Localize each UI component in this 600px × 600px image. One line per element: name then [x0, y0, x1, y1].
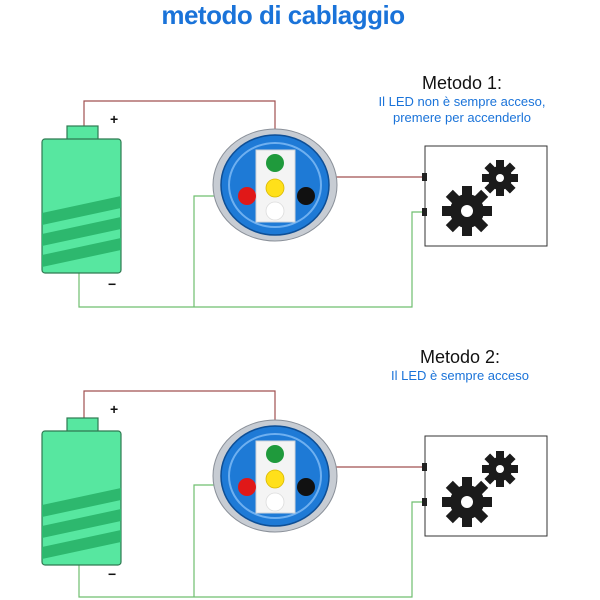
gear-hole — [461, 496, 473, 508]
battery-stripe — [42, 488, 121, 517]
method-1-desc-line-2: premere per accenderlo — [392, 110, 532, 125]
method-1-switch-ground-wire — [193, 195, 224, 307]
battery-stripe — [42, 196, 121, 225]
terminal-white — [265, 492, 285, 512]
gear-hole — [496, 174, 504, 182]
method-2-positive-wire — [83, 390, 276, 447]
method-1-battery-plus: + — [110, 111, 119, 127]
method-1-title: Metodo 1: — [421, 73, 503, 93]
method-1-push-button — [212, 128, 338, 242]
terminal-white — [265, 201, 285, 221]
page-title: metodo di cablaggio — [161, 0, 405, 30]
battery-stripe — [42, 217, 121, 246]
method-1-desc-line-1: Il LED non è sempre acceso, — [378, 94, 546, 109]
load-minus-terminal — [422, 208, 427, 216]
terminal-black — [297, 187, 315, 205]
gear-hole — [461, 205, 473, 217]
method-1-load — [422, 145, 548, 247]
method-2-load — [422, 435, 548, 537]
load-plus-terminal — [422, 463, 427, 471]
method-2-battery-minus: − — [108, 566, 117, 582]
switch-inner-ring — [228, 433, 322, 519]
method-1-battery — [41, 125, 122, 274]
led-terminal-yellow — [265, 178, 285, 198]
led-terminal-yellow — [265, 469, 285, 489]
method-1-negative-wire — [78, 211, 425, 308]
load-plus-terminal — [422, 173, 427, 181]
method-2-battery-plus: + — [110, 401, 119, 417]
method-1-battery-minus: − — [108, 276, 117, 292]
method-2-title: Metodo 2: — [419, 347, 501, 367]
method-2-push-button — [212, 419, 338, 533]
terminal-red — [238, 187, 256, 205]
led-terminal-green — [266, 154, 284, 172]
gear-hole — [496, 465, 504, 473]
terminal-black — [297, 478, 315, 496]
battery-stripe — [42, 530, 121, 559]
switch-inner-ring — [228, 142, 322, 228]
method-2-negative-wire — [78, 501, 425, 598]
method-2-caption: Metodo 2: Il LED è sempre acceso — [330, 346, 590, 384]
terminal-red — [238, 478, 256, 496]
battery-stripe — [42, 238, 121, 267]
method-2-battery — [41, 417, 122, 566]
led-terminal-green — [266, 445, 284, 463]
method-1-caption: Metodo 1: Il LED non è sempre acceso, pr… — [332, 72, 592, 126]
battery-stripe — [42, 509, 121, 538]
method-2-desc-line-1: Il LED è sempre acceso — [390, 368, 529, 383]
load-minus-terminal — [422, 498, 427, 506]
